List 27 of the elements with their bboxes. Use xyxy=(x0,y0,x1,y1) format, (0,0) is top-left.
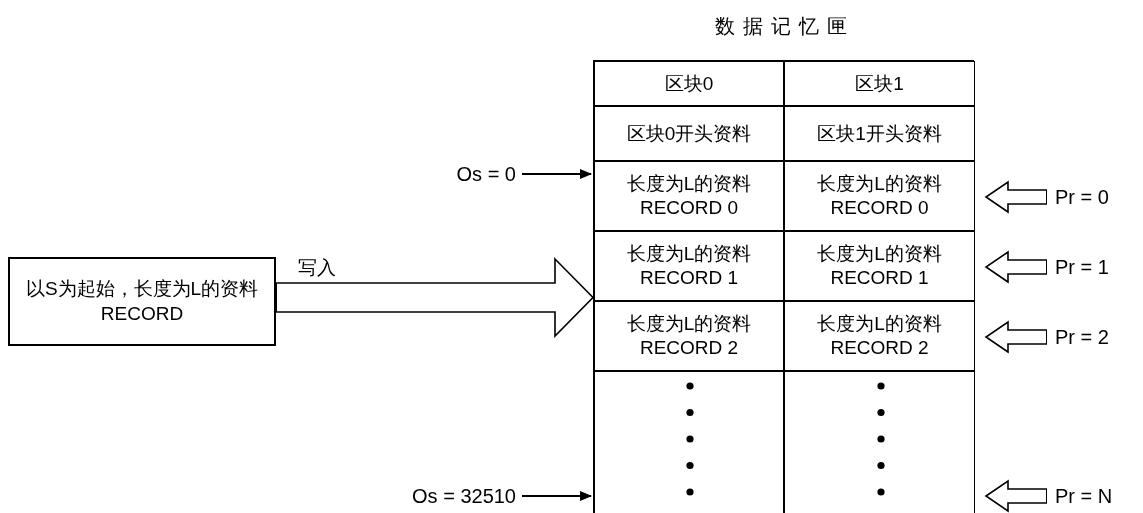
block-arrow xyxy=(985,480,1047,512)
pointer-label: Pr = 1 xyxy=(1055,253,1141,281)
pointer-label: Os = 32510 xyxy=(390,482,516,510)
pointer-label: Pr = 2 xyxy=(1055,323,1141,351)
table-cell: 区块1开头资料 xyxy=(784,106,975,161)
arrow xyxy=(521,491,592,501)
table-cell: 区块0开头资料 xyxy=(594,106,784,161)
pointer-label: Pr = N xyxy=(1055,482,1141,510)
table-cell: 区块0 xyxy=(594,61,784,106)
block-arrow xyxy=(985,251,1047,283)
table-cell: 长度为L的资料 RECORD 0 xyxy=(784,161,975,231)
source-box: 以S为起始，长度为L的资料RECORD xyxy=(8,257,276,346)
pointer-label: Pr = 0 xyxy=(1055,183,1141,211)
ellipsis-cell xyxy=(784,371,975,513)
table-cell: 长度为L的资料 RECORD 1 xyxy=(784,231,975,301)
table-cell: 长度为L的资料 RECORD 2 xyxy=(594,301,784,371)
table-title: 数据记忆匣 xyxy=(713,13,856,40)
block-arrow xyxy=(985,321,1047,353)
table-cell: 长度为L的资料 RECORD 2 xyxy=(784,301,975,371)
table-cell: 长度为L的资料 RECORD 1 xyxy=(594,231,784,301)
table-cell: 长度为L的资料 RECORD 0 xyxy=(594,161,784,231)
pointer-label: Os = 0 xyxy=(430,160,516,188)
arrow xyxy=(521,169,592,179)
block-arrow xyxy=(985,181,1047,213)
block-arrow xyxy=(276,258,594,337)
table-cell: 区块1 xyxy=(784,61,975,106)
ellipsis-cell xyxy=(594,371,784,513)
